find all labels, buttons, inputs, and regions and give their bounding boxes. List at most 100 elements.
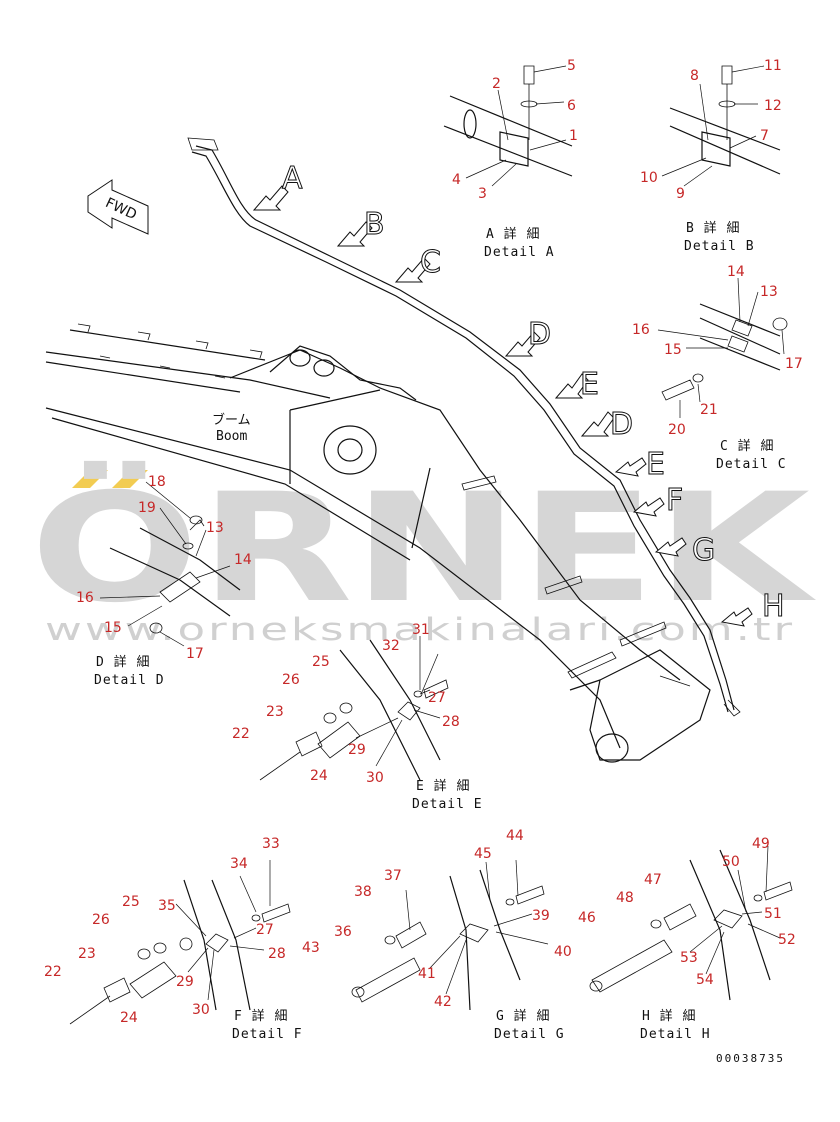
boom-structure: [45, 323, 711, 763]
callout-29: 29: [176, 974, 194, 990]
callout-2: 2: [492, 76, 501, 92]
view-arrow-A: A: [252, 161, 304, 211]
callout-3: 3: [478, 186, 487, 202]
callout-32: 32: [382, 638, 400, 654]
detail-a-jp: A 詳 細: [486, 226, 540, 242]
view-letter-G: G: [692, 533, 715, 568]
callout-23-e: 23: [266, 704, 284, 720]
callout-40: 40: [554, 944, 572, 960]
callout-5: 5: [567, 58, 576, 74]
callout-46: 46: [578, 910, 596, 926]
view-arrow-D2: D: [580, 407, 634, 443]
view-arrow-H: H: [720, 589, 785, 627]
view-letter-C: C: [420, 245, 441, 280]
callout-6: 6: [567, 98, 576, 114]
callout-41: 41: [418, 966, 436, 982]
callout-36: 36: [334, 924, 352, 940]
callout-25-e: 25: [312, 654, 330, 670]
callout-21: 21: [700, 402, 718, 418]
callout-4: 4: [452, 172, 461, 188]
view-arrow-F: F: [632, 483, 684, 519]
callout-14-d: 14: [234, 552, 252, 568]
view-arrow-E1: E: [554, 367, 599, 403]
watermark-accent-1: [72, 470, 108, 488]
detail-b-jp: B 詳 細: [686, 220, 740, 236]
callout-44: 44: [506, 828, 524, 844]
callout-12: 12: [764, 98, 782, 114]
document-number: 00038735: [716, 1052, 785, 1065]
callout-11: 11: [764, 58, 782, 74]
view-letter-F: F: [666, 483, 683, 518]
callout-26: 26: [92, 912, 110, 928]
callout-13: 13: [760, 284, 778, 300]
callout-31: 31: [412, 622, 430, 638]
callout-49: 49: [752, 836, 770, 852]
callout-17: 17: [785, 356, 803, 372]
callout-29-e: 29: [348, 742, 366, 758]
callout-34: 34: [230, 856, 248, 872]
callout-37: 37: [384, 868, 402, 884]
callout-19: 19: [138, 500, 156, 516]
callout-15: 15: [664, 342, 682, 358]
view-letter-A: A: [282, 161, 303, 196]
detail-b-en: Detail B: [684, 239, 755, 254]
detail-g-drawing: [351, 869, 545, 1011]
callout-23: 23: [78, 946, 96, 962]
callout-54: 54: [696, 972, 714, 988]
view-arrow-B: B: [336, 207, 385, 247]
detail-captions: A 詳 細 Detail A B 詳 細 Detail B C 詳 細 Deta…: [94, 220, 787, 1042]
detail-c-en: Detail C: [716, 457, 787, 472]
callout-27-e: 27: [428, 690, 446, 706]
callout-20: 20: [668, 422, 686, 438]
boom-label-jp: ブーム: [212, 412, 251, 428]
callout-42: 42: [434, 994, 452, 1010]
callout-7: 7: [760, 128, 769, 144]
callout-17-d: 17: [186, 646, 204, 662]
callout-33: 33: [262, 836, 280, 852]
callout-16: 16: [632, 322, 650, 338]
callout-18: 18: [148, 474, 166, 490]
view-arrow-E2: E: [614, 447, 665, 483]
watermark-accent-2: [112, 470, 148, 488]
fwd-arrow-icon: FWD: [87, 179, 149, 235]
watermark-url: www.orneksmakinalari.com.tr: [45, 612, 795, 648]
detail-h-en: Detail H: [640, 1027, 711, 1042]
detail-d-jp: D 詳 細: [96, 654, 150, 670]
detail-f-en: Detail F: [232, 1027, 303, 1042]
callout-45: 45: [474, 846, 492, 862]
callout-52: 52: [778, 932, 796, 948]
callout-50: 50: [722, 854, 740, 870]
callout-22: 22: [44, 964, 62, 980]
callout-28: 28: [268, 946, 286, 962]
callout-25: 25: [122, 894, 140, 910]
leader-lines: [99, 65, 785, 1001]
callout-27: 27: [256, 922, 274, 938]
boom-label-en: Boom: [216, 429, 247, 444]
callout-35: 35: [158, 898, 176, 914]
detail-a-drawing: [443, 65, 573, 177]
detail-g-jp: G 詳 細: [496, 1008, 550, 1024]
view-letter-D1: D: [528, 317, 551, 352]
callout-13-d: 13: [206, 520, 224, 536]
view-arrow-G: G: [654, 533, 716, 569]
detail-e-en: Detail E: [412, 797, 483, 812]
detail-g-en: Detail G: [494, 1027, 565, 1042]
callout-43: 43: [302, 940, 320, 956]
callout-numbers: 5 2 6 1 4 3 11 8 12 7 10 9 14 13 16 15 1…: [44, 58, 803, 1026]
view-arrow-C: C: [394, 245, 441, 283]
watermark: ÖRNEK www.orneksmakinalari.com.tr: [30, 460, 816, 648]
detail-d-en: Detail D: [94, 673, 165, 688]
callout-48: 48: [616, 890, 634, 906]
detail-h-jp: H 詳 細: [642, 1008, 696, 1024]
callout-15-d: 15: [104, 620, 122, 636]
view-letter-E1: E: [580, 367, 599, 402]
callout-1: 1: [569, 128, 578, 144]
detail-e-drawing: [259, 639, 449, 781]
callout-26-e: 26: [282, 672, 300, 688]
view-letter-E2: E: [646, 447, 665, 482]
view-arrow-D1: D: [504, 317, 552, 357]
view-letter-B: B: [364, 207, 385, 242]
callout-38: 38: [354, 884, 372, 900]
